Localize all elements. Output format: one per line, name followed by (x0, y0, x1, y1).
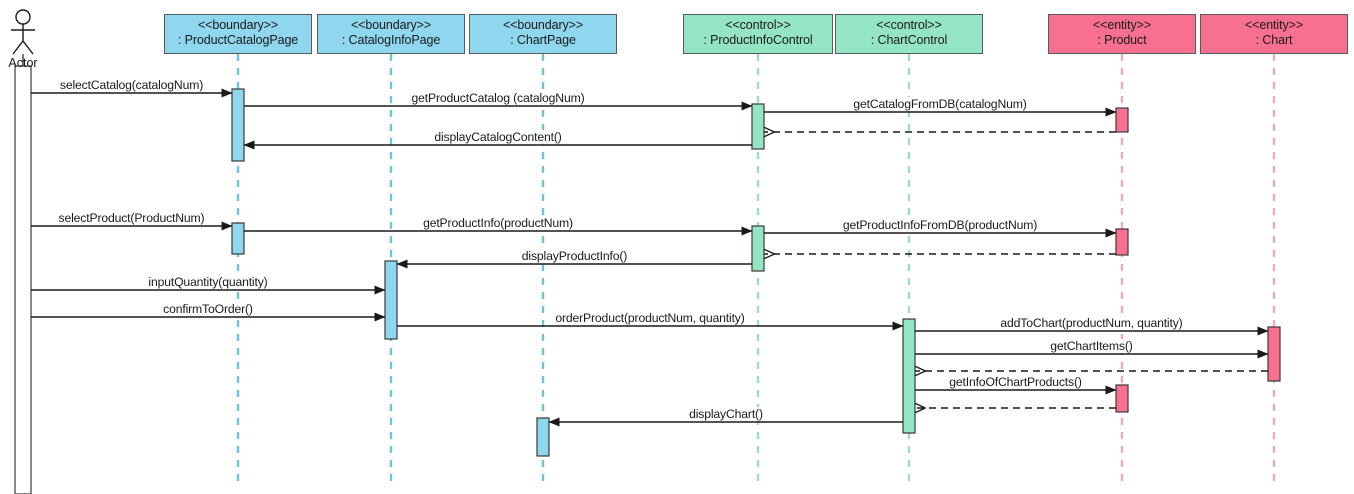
messages-group (31, 88, 1269, 427)
activation-bar-product (1115, 107, 1129, 133)
message-label: confirmToOrder() (161, 302, 255, 316)
activation-bar-catalogInfoPage (384, 260, 398, 340)
message-label: inputQuantity(quantity) (146, 275, 270, 289)
message-label: getProductInfo(productNum) (421, 216, 575, 230)
participant-box-chartPage[interactable]: <<boundary>>: ChartPage (469, 14, 617, 54)
activation-bar-chartControl (902, 318, 916, 434)
participant-box-productInfoControl[interactable]: <<control>>: ProductInfoControl (683, 14, 833, 54)
lifelines-group (22, 54, 1276, 494)
activation-bar-productInfoControl (751, 103, 765, 150)
participant-box-chartControl[interactable]: <<control>>: ChartControl (835, 14, 983, 54)
activation-bar-actor (14, 65, 32, 494)
message-label: getInfoOfChartProducts() (947, 375, 1084, 389)
participant-name: : Product (1097, 33, 1147, 48)
participant-stereotype: <<entity>> (1092, 18, 1152, 32)
message-label: getCatalogFromDB(catalogNum) (851, 97, 1029, 111)
participant-stereotype: <<entity>> (1244, 18, 1304, 32)
participant-name: : ChartControl (870, 33, 948, 48)
participant-name: : CatalogInfoPage (341, 33, 441, 48)
activation-bar-productCatalogPage (231, 88, 245, 162)
message-label: selectCatalog(catalogNum) (57, 78, 206, 92)
participant-name: : ProductInfoControl (703, 33, 813, 48)
activation-bar-productInfoControl (751, 225, 765, 272)
actor-icon (11, 9, 35, 55)
participant-stereotype: <<boundary>> (197, 18, 279, 32)
participant-box-productCatalogPage[interactable]: <<boundary>>: ProductCatalogPage (164, 14, 312, 54)
participant-box-chart[interactable]: <<entity>>: Chart (1200, 14, 1348, 54)
participant-name: : ProductCatalogPage (177, 33, 299, 48)
actor-label: Actor (8, 56, 38, 70)
participant-stereotype: <<control>> (876, 18, 942, 32)
participant-stereotype: <<boundary>> (350, 18, 432, 32)
activation-bar-chartPage (536, 417, 550, 457)
message-label: getChartItems() (1048, 339, 1135, 353)
activation-bar-chart (1267, 326, 1281, 382)
participant-name: : Chart (1255, 33, 1293, 48)
message-label: orderProduct(productNum, quantity) (553, 311, 747, 325)
message-label: displayChart() (687, 407, 765, 421)
message-label: getProductInfoFromDB(productNum) (840, 218, 1040, 232)
participant-box-catalogInfoPage[interactable]: <<boundary>>: CatalogInfoPage (317, 14, 465, 54)
message-label: selectProduct(ProductNum) (56, 211, 207, 225)
participant-box-product[interactable]: <<entity>>: Product (1048, 14, 1196, 54)
activation-bar-product (1115, 384, 1129, 413)
activation-bar-product (1115, 228, 1129, 256)
message-label: displayProductInfo() (519, 249, 630, 263)
message-label: displayCatalogContent() (432, 130, 564, 144)
activation-bar-productCatalogPage (231, 222, 245, 255)
participant-name: : ChartPage (510, 33, 576, 48)
participant-stereotype: <<control>> (725, 18, 791, 32)
activations-group (14, 65, 1281, 494)
message-label: getProductCatalog (catalogNum) (409, 91, 587, 105)
message-label: addToChart(productNum, quantity) (998, 316, 1185, 330)
participant-stereotype: <<boundary>> (502, 18, 584, 32)
